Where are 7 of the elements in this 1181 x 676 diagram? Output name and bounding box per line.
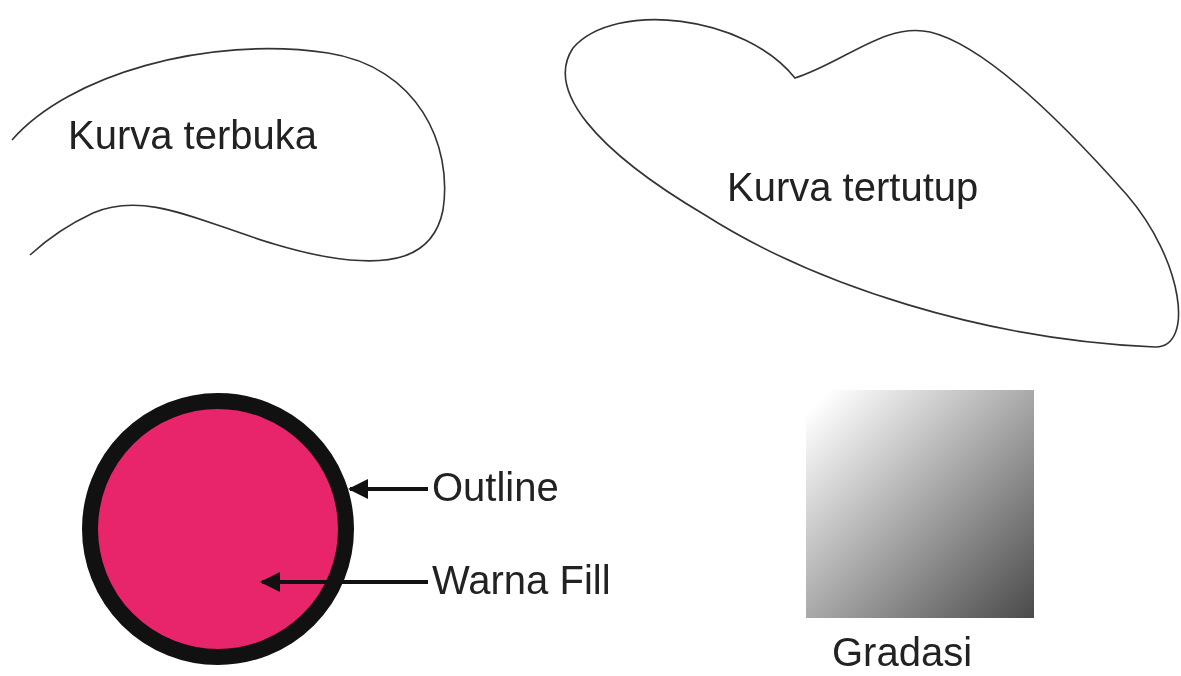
curve-label: Kurva tertutup [727,165,979,209]
curve-label: Kurva terbuka [68,113,318,157]
leader-arrow [260,572,428,592]
node-label: Gradasi [832,630,973,674]
callout-label: Outline [432,465,559,509]
callout-label: Warna Fill [432,558,611,602]
leader-arrow [348,479,428,499]
